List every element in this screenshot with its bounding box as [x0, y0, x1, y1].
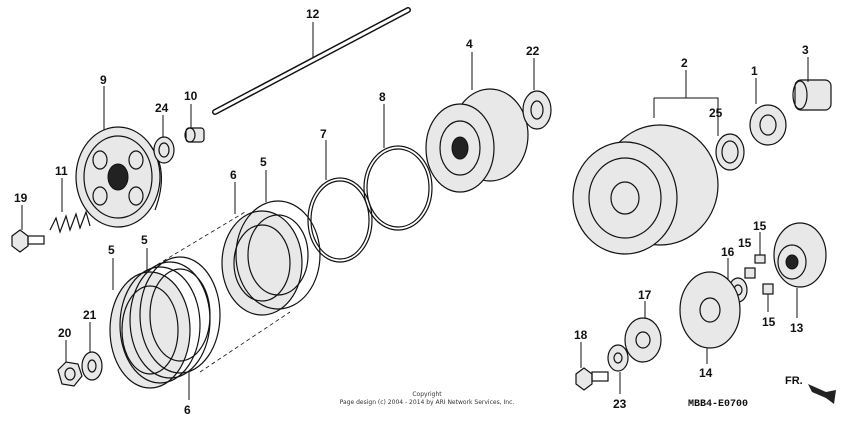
callout-5c[interactable]: 5: [141, 233, 148, 247]
dashed-guide-bottom: [199, 311, 291, 373]
callout-5a[interactable]: 5: [260, 155, 267, 169]
part-1-hub[interactable]: [749, 104, 787, 146]
front-direction-label: FR.: [785, 375, 803, 387]
part-18-bolt[interactable]: [575, 367, 609, 391]
callout-8[interactable]: 8: [379, 90, 386, 104]
callout-16[interactable]: 16: [721, 245, 735, 259]
copyright-text: Page design (c) 2004 - 2014 by ARI Netwo…: [340, 399, 515, 406]
callout-21[interactable]: 21: [83, 308, 97, 322]
callout-6a[interactable]: 6: [230, 168, 237, 182]
diagram-code: MBB4-E0700: [688, 399, 748, 410]
part-7-ring[interactable]: [307, 177, 373, 263]
callout-25[interactable]: 25: [709, 106, 723, 120]
callout-13[interactable]: 13: [790, 321, 804, 335]
part-4-clutch-center[interactable]: [425, 88, 529, 193]
callout-3[interactable]: 3: [802, 43, 809, 57]
dashed-guide-top: [144, 211, 246, 273]
part-12-pushrod[interactable]: [212, 7, 411, 115]
part-20-nut[interactable]: [57, 361, 83, 387]
part-24-bearing[interactable]: [153, 136, 175, 164]
callout-14[interactable]: 14: [699, 366, 713, 380]
part-21-washer[interactable]: [81, 351, 103, 381]
part-15-pin-lower[interactable]: [762, 283, 774, 295]
callout-15b[interactable]: 15: [738, 236, 752, 250]
part-17-sprocket[interactable]: [624, 317, 662, 363]
part-3-collar[interactable]: [792, 79, 832, 111]
callout-4[interactable]: 4: [466, 37, 473, 51]
callout-10[interactable]: 10: [184, 89, 198, 103]
copyright-title: Copyright: [412, 391, 442, 398]
leader-2: [653, 97, 719, 122]
part-15-pin-middle[interactable]: [744, 267, 756, 279]
callout-23[interactable]: 23: [613, 397, 627, 411]
part-25-needle-bearing[interactable]: [715, 133, 745, 171]
callout-17[interactable]: 17: [638, 288, 652, 302]
part-5-friction-disc-stack[interactable]: [109, 256, 221, 389]
callout-11[interactable]: 11: [55, 164, 68, 178]
part-11-spring[interactable]: [49, 210, 91, 234]
callout-2[interactable]: 2: [681, 56, 688, 70]
callout-9[interactable]: 9: [100, 73, 107, 87]
front-direction-arrow: [808, 384, 836, 404]
callout-12[interactable]: 12: [306, 7, 320, 21]
callout-1[interactable]: 1: [751, 64, 758, 78]
part-2-clutch-outer[interactable]: [572, 124, 719, 255]
part-8-ring[interactable]: [363, 145, 433, 231]
part-10-lifter-piece[interactable]: [184, 127, 205, 143]
part-19-bolt[interactable]: [11, 229, 45, 253]
part-22-washer[interactable]: [522, 90, 552, 130]
callout-5b[interactable]: 5: [108, 243, 115, 257]
part-23-washer[interactable]: [607, 344, 629, 372]
part-15-pin-upper[interactable]: [754, 254, 766, 264]
part-6-clutch-plate[interactable]: [221, 200, 321, 316]
callout-20[interactable]: 20: [58, 326, 72, 340]
callout-19[interactable]: 19: [14, 191, 28, 205]
callout-15c[interactable]: 15: [762, 315, 776, 329]
callout-6b[interactable]: 6: [184, 403, 191, 417]
callout-15a[interactable]: 15: [753, 219, 767, 233]
callout-24[interactable]: 24: [155, 101, 169, 115]
part-9-pressure-plate[interactable]: [75, 126, 163, 228]
callout-7[interactable]: 7: [320, 127, 327, 141]
part-13-gear[interactable]: [773, 222, 827, 288]
callout-22[interactable]: 22: [526, 44, 540, 58]
callout-18[interactable]: 18: [574, 328, 588, 342]
part-14-sprocket[interactable]: [679, 271, 741, 349]
